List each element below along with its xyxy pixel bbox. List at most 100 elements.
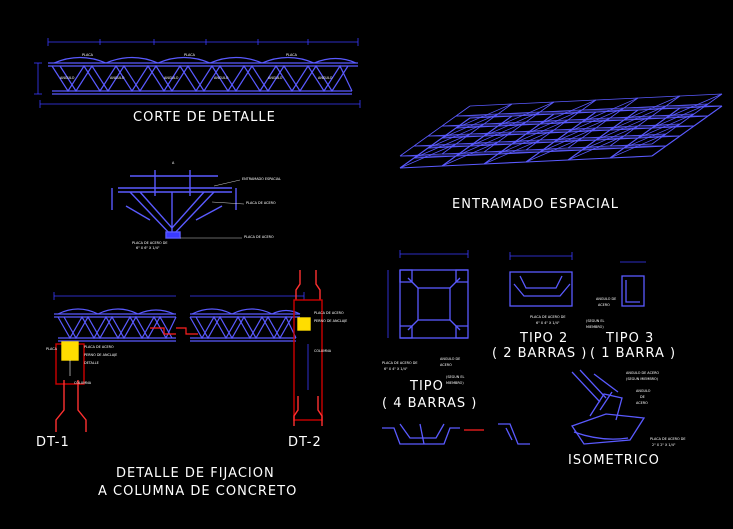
space-frame-member	[539, 101, 555, 113]
space-frame-member	[511, 113, 555, 117]
space-frame-member	[637, 95, 681, 99]
svg-text:ANGULO DE: ANGULO DE	[596, 297, 616, 301]
space-frame-member	[399, 157, 415, 169]
space-frame-member	[679, 105, 723, 109]
space-frame-member	[413, 147, 429, 159]
space-frame-member	[609, 155, 653, 159]
space-frame-member	[637, 107, 681, 111]
bottom-sections	[382, 423, 530, 445]
svg-text:(SEGUN MIEMBRO): (SEGUN MIEMBRO)	[626, 377, 659, 381]
svg-text:PLACA: PLACA	[46, 347, 58, 351]
node-detail-leaders	[180, 179, 245, 239]
fijacion-title-1: DETALLE DE FIJACION	[116, 466, 275, 481]
space-frame-member	[595, 137, 639, 141]
svg-text:6" X 4" X 1/4": 6" X 4" X 1/4"	[384, 367, 408, 371]
svg-text:MIEMBRO): MIEMBRO)	[586, 325, 604, 329]
tipo1-notes: PLACA DE ACERO DE 6" X 4" X 1/4" ANGULO …	[382, 357, 464, 385]
space-frame-member	[609, 107, 625, 119]
space-frame-member	[539, 113, 555, 125]
space-frame-member	[469, 115, 513, 119]
space-frame-member	[483, 141, 499, 153]
dt1-label: DT-1	[36, 435, 70, 450]
space-frame-member	[651, 105, 667, 117]
tipo3-notes: ANGULO DE ACERO	[596, 297, 616, 307]
space-frame-member	[525, 111, 541, 123]
svg-text:PERNO DE ANCLAJE: PERNO DE ANCLAJE	[84, 353, 117, 357]
space-frame-member	[539, 141, 555, 153]
space-frame-member	[539, 121, 583, 125]
space-frame-member	[427, 137, 443, 149]
svg-text:MIEMBRO): MIEMBRO)	[446, 381, 464, 385]
space-frame-member	[399, 145, 415, 157]
svg-text:PLACA: PLACA	[82, 53, 94, 57]
svg-text:ACERO: ACERO	[440, 363, 452, 367]
tipo1-subtitle: ( 4 BARRAS )	[382, 396, 477, 411]
svg-text:2" X 2" X 1/4": 2" X 2" X 1/4"	[652, 443, 676, 447]
fijacion-truss-left	[53, 292, 177, 342]
svg-text:A: A	[172, 161, 175, 165]
svg-text:ANGULO: ANGULO	[318, 76, 333, 80]
svg-text:COLUMNA: COLUMNA	[74, 381, 92, 385]
space-frame-member	[455, 153, 499, 157]
corte-detalle-dimensions	[34, 38, 361, 108]
svg-text:ANGULO DE: ANGULO DE	[440, 357, 460, 361]
svg-text:PLACA DE ACERO DE: PLACA DE ACERO DE	[132, 241, 168, 245]
space-frame-member	[567, 149, 583, 161]
space-frame-member	[441, 135, 485, 139]
space-frame-member	[455, 125, 499, 129]
space-frame-member	[623, 125, 639, 137]
fijacion-notes: PLACA DE ACERO PERNO DE ANCLAJE DETALLE …	[46, 311, 347, 385]
svg-text:PLACA DE ACERO: PLACA DE ACERO	[84, 345, 114, 349]
space-frame-member	[427, 145, 471, 149]
fijacion-truss-right	[189, 292, 305, 342]
space-frame-member	[511, 141, 555, 145]
space-frame-member	[679, 93, 723, 97]
space-frame-member	[441, 115, 457, 127]
corte-detalle-truss	[48, 56, 358, 95]
space-frame-grid	[399, 93, 723, 169]
space-frame-member	[623, 97, 639, 109]
space-frame-member	[553, 99, 597, 103]
space-frame-member	[623, 109, 639, 121]
space-frame-member	[525, 131, 569, 135]
dt2-label: DT-2	[288, 435, 322, 450]
space-frame-member	[469, 135, 485, 147]
entramado-title: ENTRAMADO ESPACIAL	[452, 197, 619, 212]
space-frame-member	[441, 155, 457, 167]
space-frame-member	[679, 125, 695, 137]
svg-text:DE: DE	[640, 395, 645, 399]
fijacion-title-2: A COLUMNA DE CONCRETO	[98, 484, 297, 499]
corte-detalle-tags: ANGULO ANGULO ANGULO ANGULO ANGULO ANGUL…	[60, 53, 333, 80]
space-frame-member	[427, 125, 443, 137]
space-frame-member	[595, 109, 639, 113]
space-frame-member	[609, 135, 625, 147]
space-frame-member	[581, 99, 597, 111]
space-frame-member	[623, 145, 667, 149]
space-frame-member	[483, 161, 527, 165]
tipo2-subtitle: ( 2 BARRAS )	[492, 346, 587, 361]
space-frame-member	[651, 117, 667, 129]
space-frame-member	[651, 125, 695, 129]
space-frame-member	[511, 133, 527, 145]
tipo1-title: TIPO	[409, 379, 444, 394]
space-frame-member	[455, 133, 471, 145]
tipo2-notes: PLACA DE ACERO DE 6" X 4" X 1/4" (SEGUN …	[530, 315, 604, 329]
space-frame-member	[413, 135, 429, 147]
space-frame-member	[455, 145, 471, 157]
space-frame-member	[623, 137, 639, 149]
space-frame-member	[609, 119, 625, 131]
isometric-notes: ANGULO DE ACERO (SEGUN MIEMBRO) ANGULO D…	[626, 371, 686, 447]
space-frame-member	[637, 115, 653, 127]
svg-text:DETALLE: DETALLE	[84, 361, 99, 365]
space-frame-member	[483, 125, 499, 137]
space-frame-member	[665, 95, 681, 107]
space-frame-member	[455, 105, 471, 117]
space-frame-member	[679, 113, 695, 125]
svg-text:PLACA DE ACERO: PLACA DE ACERO	[244, 235, 274, 239]
space-frame-member	[469, 123, 485, 135]
svg-text:ANGULO: ANGULO	[110, 76, 125, 80]
tipo2-plate	[509, 252, 573, 307]
space-frame-member	[497, 143, 513, 155]
corte-detalle-title: CORTE DE DETALLE	[133, 110, 276, 125]
